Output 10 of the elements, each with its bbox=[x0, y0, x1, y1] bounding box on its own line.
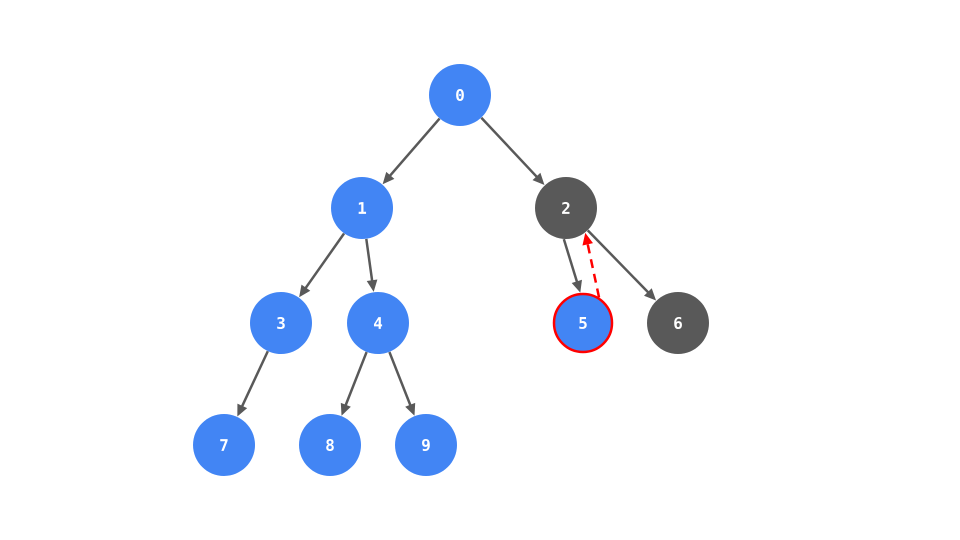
highlighted-tree-node: 5 bbox=[552, 292, 614, 354]
tree-node: 1 bbox=[331, 177, 393, 239]
tree-node: 4 bbox=[347, 292, 409, 354]
tree-node: 2 bbox=[535, 177, 597, 239]
tree-node: 0 bbox=[429, 64, 491, 126]
tree-node: 8 bbox=[299, 414, 361, 476]
tree-node: 6 bbox=[647, 292, 709, 354]
tree-node: 3 bbox=[250, 292, 312, 354]
tree-node: 9 bbox=[395, 414, 457, 476]
tree-node: 7 bbox=[193, 414, 255, 476]
